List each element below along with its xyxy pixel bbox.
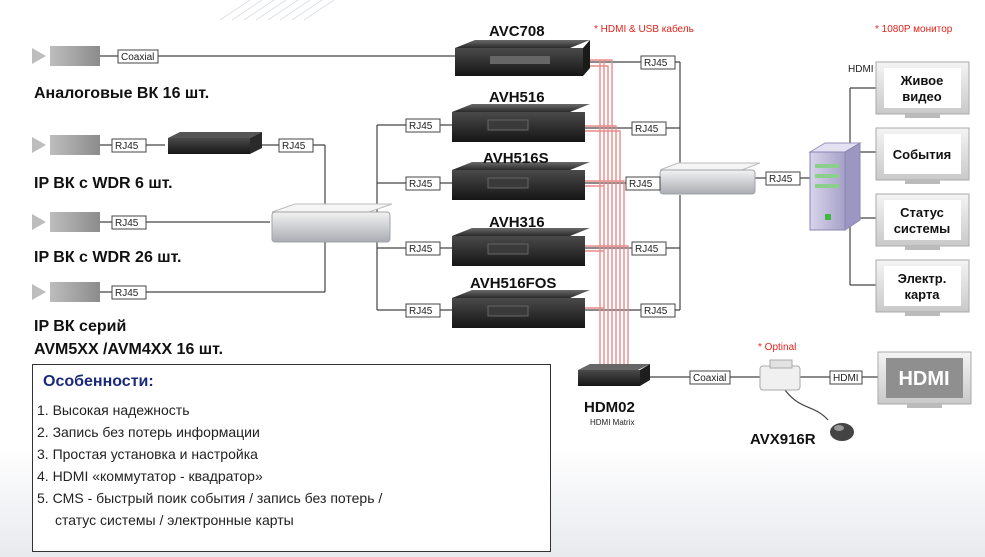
hdmi-matrix-hdm02 bbox=[578, 364, 650, 386]
nvr-avh516s bbox=[452, 162, 590, 200]
cms-pc-tower bbox=[808, 142, 862, 231]
monitor-hdmi-label: HDMI bbox=[898, 368, 949, 390]
device-name-avh516: AVH516 bbox=[489, 89, 545, 106]
monitor-map-label-2: карта bbox=[904, 287, 940, 302]
analog-camera bbox=[32, 46, 100, 66]
note-optional: * Optinal bbox=[758, 342, 796, 353]
rj45-label: RJ45 bbox=[409, 244, 433, 255]
hdmi-label: HDMI bbox=[833, 373, 859, 384]
nvr-avh516 bbox=[452, 104, 590, 142]
hdmi-usb-cables bbox=[585, 59, 629, 370]
monitor-events bbox=[875, 127, 970, 184]
feature-item: 2. Запись без потерь информации bbox=[37, 424, 260, 440]
features-title: Особенности: bbox=[43, 373, 154, 390]
rj45-label: RJ45 bbox=[635, 124, 659, 135]
coaxial-label: Coaxial bbox=[693, 373, 726, 384]
mouse-icon bbox=[830, 423, 854, 441]
monitor-status-label-2: системы bbox=[894, 221, 951, 236]
note-hdmi-usb: * HDMI & USB кабель bbox=[594, 23, 694, 35]
features-list: 1. Высокая надежность 2. Запись без поте… bbox=[37, 399, 382, 531]
rj45-label: RJ45 bbox=[769, 174, 793, 185]
rj45-label: RJ45 bbox=[629, 179, 653, 190]
avx916r-unit bbox=[759, 359, 801, 391]
features-box: Особенности: 1. Высокая надежность 2. За… bbox=[32, 364, 551, 552]
dvr-avc708 bbox=[455, 40, 590, 76]
rj45-label: RJ45 bbox=[115, 218, 139, 229]
feature-item-continuation: статус системы / электронные карты bbox=[55, 512, 294, 528]
rj45-label: RJ45 bbox=[409, 179, 433, 190]
ip-camera-series bbox=[32, 282, 100, 302]
background-stripes bbox=[219, 0, 335, 21]
monitor-e-map bbox=[875, 259, 970, 316]
device-name-avh516fos: AVH516FOS bbox=[470, 275, 556, 292]
ip-camera-wdr26 bbox=[32, 212, 100, 232]
device-name-hdm02: HDM02 bbox=[584, 399, 635, 416]
ip-camera-wdr6 bbox=[32, 135, 100, 155]
device-name-avh516s: AVH516S bbox=[483, 150, 549, 167]
monitor-labels: Живое видео События Статус системы Элект… bbox=[893, 73, 951, 390]
coaxial-label: Coaxial bbox=[121, 52, 154, 63]
monitor-system-status bbox=[875, 193, 970, 250]
monitor-status-label-1: Статус bbox=[900, 205, 944, 220]
monitor-events-label: События bbox=[893, 147, 951, 162]
rj45-label: RJ45 bbox=[115, 141, 139, 152]
ip-recorder-box bbox=[168, 132, 262, 154]
device-labels: AVC708 AVH516 AVH516S AVH316 AVH516FOS H… bbox=[470, 23, 816, 448]
rj45-label: RJ45 bbox=[409, 306, 433, 317]
nvr-avh516fos bbox=[452, 290, 590, 328]
rj45-label: RJ45 bbox=[644, 58, 668, 69]
link-labels: Coaxial RJ45 RJ45 RJ45 RJ45 RJ45 RJ45 RJ… bbox=[111, 49, 874, 385]
monitor-hdmi bbox=[877, 351, 972, 408]
rj45-label: RJ45 bbox=[409, 121, 433, 132]
device-sub-hdm02: HDMI Matrix bbox=[590, 418, 634, 427]
note-monitor: * 1080P монитор bbox=[875, 24, 953, 35]
monitor-live-label-1: Живое bbox=[900, 73, 944, 88]
rj45-label: RJ45 bbox=[635, 244, 659, 255]
feature-item: 3. Простая установка и настройка bbox=[37, 446, 258, 462]
group-ip-series-line2: AVM5XX /AVM4XX 16 шт. bbox=[34, 341, 223, 358]
feature-item: 1. Высокая надежность bbox=[37, 402, 190, 418]
network-switch-right bbox=[659, 162, 761, 195]
network-switch-left bbox=[271, 203, 393, 243]
device-name-avc708: AVC708 bbox=[489, 23, 545, 40]
nvr-avh316 bbox=[452, 228, 590, 266]
hdmi-label: HDMI bbox=[848, 64, 874, 75]
group-analog: Аналоговые ВК 16 шт. bbox=[34, 85, 209, 102]
monitor-live-video bbox=[875, 61, 970, 118]
device-name-avx916r: AVX916R bbox=[750, 431, 816, 448]
device-name-avh316: AVH316 bbox=[489, 214, 545, 231]
group-ip-series-line1: IP ВК серий bbox=[34, 318, 126, 335]
feature-item: 5. CMS - быстрый поик события / запись б… bbox=[37, 490, 383, 506]
feature-item: 4. HDMI «коммутатор - квадратор» bbox=[37, 468, 263, 484]
monitor-map-label-1: Электр. bbox=[898, 271, 947, 286]
rj45-label: RJ45 bbox=[644, 306, 668, 317]
group-ip-wdr26: IP ВК с WDR 26 шт. bbox=[34, 249, 182, 266]
monitor-live-label-2: видео bbox=[902, 89, 941, 104]
rj45-label: RJ45 bbox=[115, 288, 139, 299]
group-ip-wdr6: IP ВК с WDR 6 шт. bbox=[34, 175, 173, 192]
rj45-label: RJ45 bbox=[282, 141, 306, 152]
camera-group-labels: Аналоговые ВК 16 шт. IP ВК с WDR 6 шт. I… bbox=[34, 85, 223, 358]
